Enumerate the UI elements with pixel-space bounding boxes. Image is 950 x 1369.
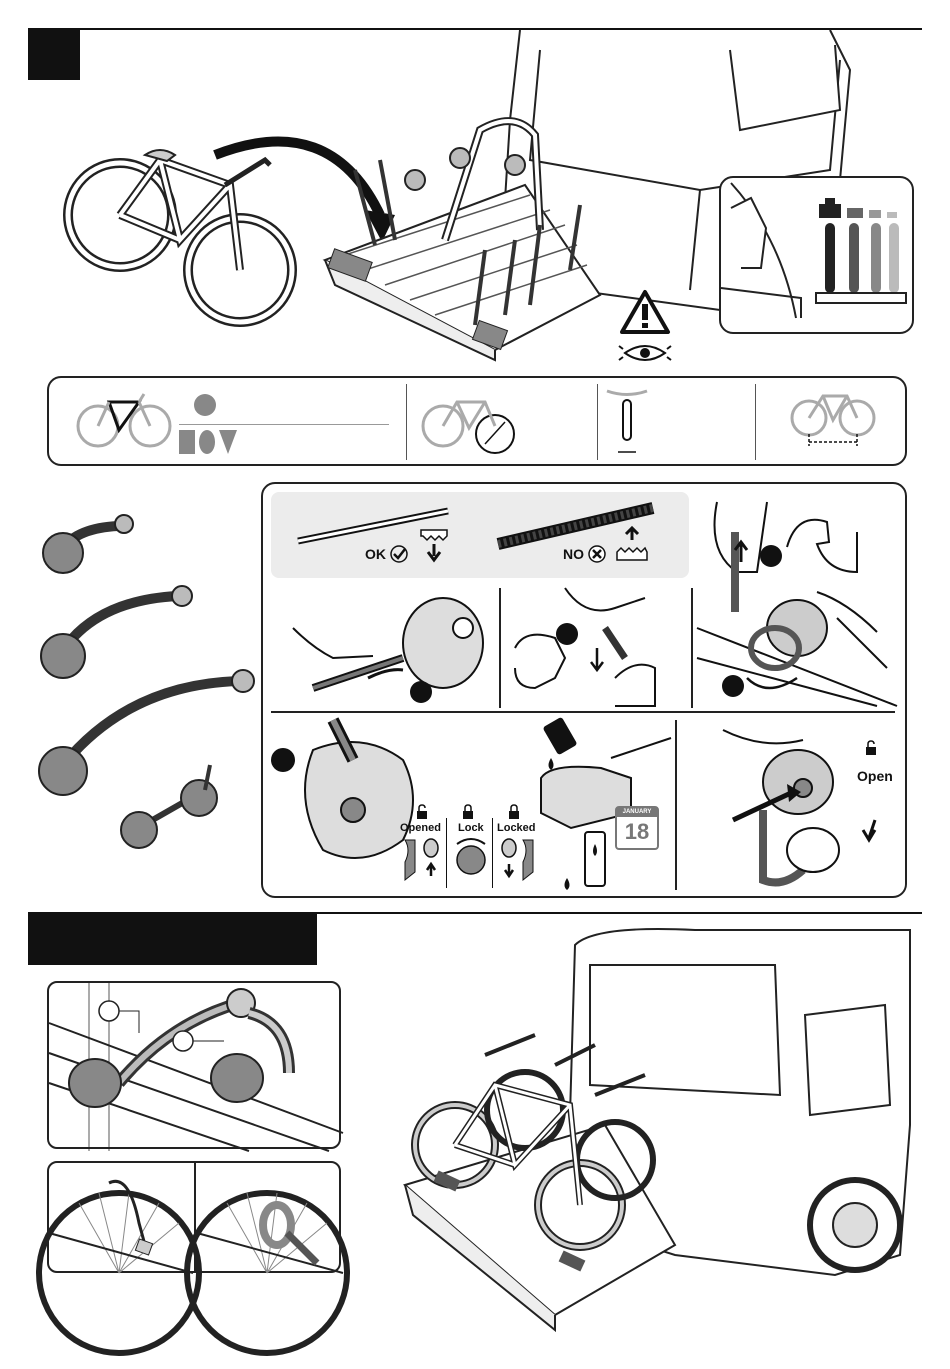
wheel-holder-pair [115, 760, 235, 860]
weight-distribution-inset [719, 176, 914, 334]
strap-teeth-up-icon [615, 526, 649, 562]
strap-around-tube-step [697, 588, 897, 706]
section-2-title-bar [28, 914, 317, 965]
padlock-closed-icon [462, 804, 476, 820]
strap-teeth-down-icon [419, 528, 449, 564]
section-1-marker [28, 30, 80, 80]
tire-width-icon [602, 386, 652, 456]
round-tube-icon [194, 394, 216, 416]
lock-turn-icon [453, 836, 489, 880]
lock-label: Lock [458, 822, 484, 834]
calendar-month: JANUARY [617, 808, 657, 817]
strip-divider-2 [597, 384, 598, 460]
weight-lightest-icon [887, 212, 897, 218]
opened-key-icon [401, 836, 441, 886]
calendar-day: 18 [617, 818, 657, 846]
strip-inner-line [179, 424, 389, 425]
calendar-icon: JANUARY 18 [615, 806, 659, 850]
oval-tube-icon [199, 430, 215, 454]
wheelbase-icon [789, 384, 879, 454]
lubricant-bottle-icon [557, 824, 617, 894]
step-circle-lock [271, 748, 295, 772]
strip-divider-1 [406, 384, 407, 460]
wheel-strap-inset [47, 1161, 341, 1273]
strip-divider-3 [755, 384, 756, 460]
step-divider-a [499, 588, 501, 708]
checkmark-icon [389, 544, 409, 564]
weight-medium-icon [847, 208, 863, 218]
bike-carrier-platform [315, 110, 615, 370]
cross-icon [587, 544, 607, 564]
van-with-loaded-bikes-illustration [395, 925, 915, 1335]
padlock-open-icon [865, 740, 879, 756]
lock-states-divider-1 [446, 818, 447, 888]
step-divider-c [675, 720, 677, 890]
open-label: Open [857, 768, 893, 784]
lock-states-divider-2 [492, 818, 493, 888]
frame-shape-icon [74, 390, 174, 450]
no-label: NO [563, 546, 584, 562]
tighten-strap-step [505, 588, 685, 706]
weight-heavy-icon [819, 198, 841, 218]
weight-light-icon [869, 210, 881, 218]
opened-label: Opened [400, 822, 441, 834]
tube-profiles-row [179, 430, 249, 454]
attach-strap-step [273, 588, 493, 706]
step-horizontal-divider [271, 711, 895, 713]
eye-icon [617, 341, 673, 365]
triangle-tube-icon [219, 430, 237, 454]
wheel-strap-loose [49, 1163, 193, 1273]
strap-instructions-panel: OK NO [261, 482, 907, 898]
holder-detail-inset [47, 981, 341, 1149]
strap-comparison-box: OK NO [271, 492, 689, 578]
step-divider-b [691, 588, 693, 708]
ok-label: OK [365, 546, 386, 562]
locked-label: Locked [497, 822, 536, 834]
wheel-size-icon [419, 386, 519, 456]
padlock-open-icon [416, 804, 430, 820]
frame-holder-short-arm [38, 508, 158, 578]
wheel-strap-tight [197, 1163, 343, 1273]
warning-icon [620, 290, 670, 334]
square-tube-icon [179, 430, 195, 454]
padlock-closed-icon [508, 804, 522, 820]
bike-compatibility-strip [47, 376, 907, 466]
